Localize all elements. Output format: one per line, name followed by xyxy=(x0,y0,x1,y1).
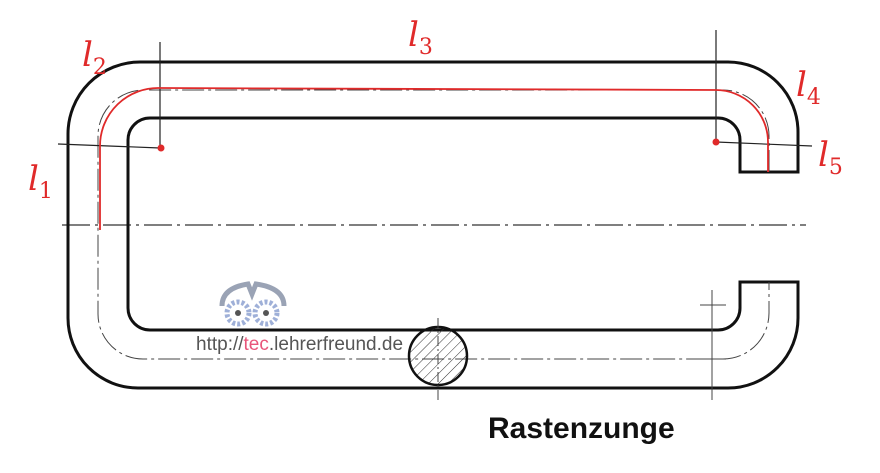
label-l5: l5 xyxy=(818,135,843,180)
label-l2: l2 xyxy=(82,35,107,80)
measured-lengths xyxy=(99,87,769,230)
length-l2 xyxy=(99,87,161,147)
dimension-lines xyxy=(57,30,813,149)
watermark-url: http://tec.lehrerfreund.de xyxy=(196,334,403,355)
length-l3 xyxy=(159,87,717,91)
length-l4 xyxy=(715,89,769,143)
drawing-title: Rastenzunge xyxy=(488,412,675,445)
owl-logo xyxy=(219,281,287,327)
label-l1: l1 xyxy=(28,159,53,204)
label-l3: l3 xyxy=(408,15,433,60)
point-marker xyxy=(712,138,720,146)
label-l4: l4 xyxy=(796,65,821,110)
crosshair-marks xyxy=(700,290,726,400)
point-marker xyxy=(157,144,165,152)
bar-centerline xyxy=(97,89,770,360)
part-outline xyxy=(66,60,800,390)
